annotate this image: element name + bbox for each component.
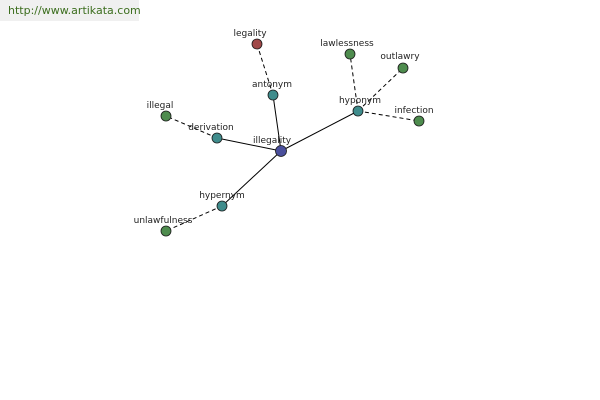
- node-label-hyponym: hyponym: [339, 96, 381, 106]
- node-antonym[interactable]: antonym: [252, 80, 292, 101]
- edge-hypernym-unlawfulness: [165, 205, 223, 232]
- node-dot-legality[interactable]: [251, 38, 263, 50]
- node-label-illegality: illegality: [253, 136, 292, 146]
- node-infection[interactable]: infection: [394, 106, 434, 127]
- node-dot-hyponym[interactable]: [352, 105, 364, 117]
- node-unlawfulness[interactable]: unlawfulness: [134, 216, 193, 237]
- node-dot-hypernym[interactable]: [216, 200, 228, 212]
- node-dot-illegality[interactable]: [275, 145, 287, 157]
- node-label-antonym: antonym: [252, 80, 292, 90]
- node-illegality[interactable]: illegality: [253, 136, 292, 157]
- node-label-illegal: illegal: [147, 101, 174, 111]
- node-dot-illegal[interactable]: [160, 110, 172, 122]
- node-label-lawlessness: lawlessness: [320, 39, 374, 49]
- edge-hyponym-lawlessness: [349, 53, 359, 112]
- node-dot-unlawfulness[interactable]: [160, 225, 172, 237]
- node-label-unlawfulness: unlawfulness: [134, 216, 193, 226]
- edge-illegality-hyponym: [280, 110, 359, 152]
- node-hypernym[interactable]: hypernym: [199, 191, 245, 212]
- node-hyponym[interactable]: hyponym: [339, 96, 381, 117]
- node-illegal[interactable]: illegal: [147, 101, 174, 122]
- node-derivation[interactable]: derivation: [188, 123, 234, 144]
- node-label-infection: infection: [394, 106, 433, 116]
- node-dot-outlawry[interactable]: [397, 62, 409, 74]
- watermark-link[interactable]: http://www.artikata.com: [8, 4, 141, 17]
- edge-derivation-illegal: [165, 115, 218, 139]
- node-dot-derivation[interactable]: [211, 132, 223, 144]
- nodes-layer: illegality antonym legality derivation illeg…: [134, 29, 434, 237]
- node-legality[interactable]: legality: [233, 29, 267, 50]
- node-label-hypernym: hypernym: [199, 191, 245, 201]
- node-dot-infection[interactable]: [413, 115, 425, 127]
- edge-illegality-antonym: [272, 94, 282, 152]
- edge-illegality-hypernym: [221, 150, 282, 207]
- watermark-banner: http://www.artikata.com: [0, 0, 141, 21]
- edges-layer: [165, 43, 420, 232]
- node-outlawry[interactable]: outlawry: [380, 52, 420, 74]
- edge-hyponym-infection: [357, 110, 420, 122]
- node-dot-antonym[interactable]: [267, 89, 279, 101]
- node-label-outlawry: outlawry: [380, 52, 420, 62]
- edge-antonym-legality: [256, 43, 274, 96]
- edge-illegality-derivation: [216, 137, 282, 152]
- node-dot-lawlessness[interactable]: [344, 48, 356, 60]
- node-label-legality: legality: [233, 29, 267, 39]
- node-label-derivation: derivation: [188, 123, 234, 133]
- node-lawlessness[interactable]: lawlessness: [320, 39, 374, 60]
- edge-hyponym-outlawry: [357, 67, 404, 112]
